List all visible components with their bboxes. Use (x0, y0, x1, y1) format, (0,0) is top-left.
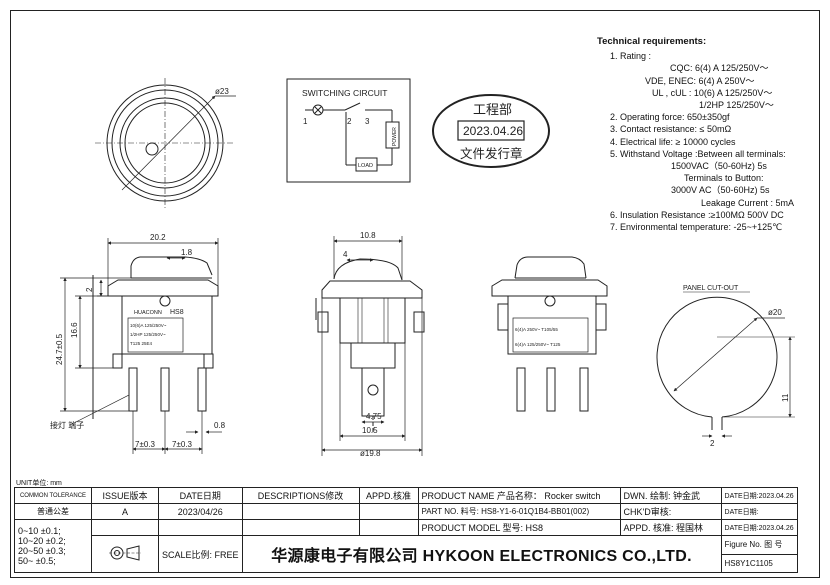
side-label-2: 6(4)A 125/250V~ T125 (515, 342, 561, 347)
label-rating-2: 1/2HP 125/250V~ (130, 332, 166, 337)
dim-4-75: 4.75 (366, 412, 382, 421)
tolerance-row: 0~10 ±0.1; (18, 526, 61, 536)
date-approved: DATE日期:2023.04.26 (720, 519, 798, 536)
figure-label: Figure No. 图 号 (720, 535, 798, 555)
tolerance-table: 0~10 ±0.1; 10~20 ±0.2; 20~50 ±0.3; 50~ ±… (14, 519, 92, 573)
switching-title: SWITCHING CIRCUIT (302, 88, 387, 98)
front-view (92, 256, 219, 419)
projection-symbol (91, 535, 159, 573)
product-model: PRODUCT MODEL 型号: HS8 (417, 519, 621, 536)
side-view (315, 258, 425, 432)
figure-number: HS8Y1C1105 (720, 553, 798, 573)
part-no: PART NO. 料号: HS8-Y1-6-01Q1B4-BB01(002) (417, 503, 621, 520)
stamp (432, 94, 550, 168)
environmental-temperature: 7. Environmental temperature: -25~+125℃ (610, 222, 783, 233)
dim-d19-8: ø19.8 (360, 449, 381, 458)
dim-0-8: 0.8 (214, 421, 226, 430)
rating-ul-1: UL , cUL : 10(6) A 125/250V〜 (652, 87, 773, 98)
product-name: PRODUCT NAME 产品名称： Rocker switch (417, 487, 621, 504)
dim-pitch-b: 7±0.3 (172, 440, 193, 449)
label-rating-1: 10(6)A 125/250V~ (130, 323, 167, 328)
top-view (95, 78, 236, 208)
withstand-voltage-3: 3000V AC（50-60Hz) 5s (671, 185, 770, 196)
pin-1: 1 (303, 117, 308, 126)
unit-label: UNIT单位: mm (16, 480, 62, 487)
tolerance-row: 10~20 ±0.2; (18, 536, 66, 546)
rating-vde: VDE, ENEC: 6(4) A 250V〜 (645, 75, 755, 86)
withstand-voltage: 5. Withstand Voltage :Between all termin… (610, 148, 786, 159)
stamp-line1: 工程部 (473, 102, 512, 117)
withstand-voltage-2: Terminals to Button: (684, 173, 764, 184)
stamp-line3: 文件发行章 (460, 146, 523, 161)
electrical-life: 4. Electrical life: ≥ 10000 cycles (610, 136, 736, 147)
dim-11: 11 (781, 393, 790, 402)
rating-cqc: CQC: 6(4) A 125/250V〜 (670, 63, 769, 74)
dim-1-8: 1.8 (181, 248, 193, 257)
rear-view (491, 256, 608, 412)
label-hs8: HS8 (170, 309, 184, 316)
approved-by: APPD. 核准: 程国林 (619, 519, 722, 536)
stamp-line2: 2023.04.26 (463, 124, 523, 138)
leakage-current: Leakage Current : 5mA (701, 197, 795, 208)
tolerance-row: 20~50 ±0.3; (18, 546, 66, 556)
panel-cutout-title: PANEL CUT-OUT (683, 285, 739, 292)
lamp-terminal-label: 接灯 端子 (50, 420, 84, 430)
scale-label: SCALE比例: FREE (158, 535, 243, 573)
dim-20-2: 20.2 (150, 233, 166, 242)
contact-resistance: 3. Contact resistance: ≤ 50mΩ (610, 124, 732, 135)
date-value: 2023/04/26 (158, 503, 243, 520)
dimension-lines (60, 236, 423, 456)
operating-force: 2. Operating force: 650±350gf (610, 112, 730, 123)
pin-3: 3 (365, 117, 370, 126)
date-checked: DATE日期: (720, 503, 798, 520)
approved-value (358, 503, 419, 520)
panel-cutout (656, 291, 795, 438)
switching-circuit (286, 78, 411, 183)
label-huaconn: HUACONN (134, 310, 162, 316)
dim-2-cut: 2 (710, 439, 715, 448)
dim-pitch-a: 7±0.3 (135, 440, 156, 449)
tech-title: Technical requirements: (597, 36, 707, 47)
power-label: POWER (392, 127, 398, 146)
dim-24-7: 24.7±0.5 (55, 333, 64, 365)
withstand-voltage-1: 1500VAC（50-60Hz) 5s (671, 161, 767, 172)
common-tolerance-cn: 普通公差 (14, 503, 92, 520)
company-name: 华源康电子有限公司 HYKOON ELECTRONICS CO.,LTD. (241, 535, 722, 573)
descriptions-header: DESCRIPTIONS修改 (241, 487, 360, 504)
dim-10-8: 10.8 (360, 231, 376, 240)
title-block: COMMON TOLERANCE ISSUE版本 DATE日期 DESCRIPT… (14, 487, 798, 573)
dim-2: 2 (85, 287, 94, 292)
side-label-1: 6(4)A 250V~ T105/55 (515, 327, 558, 332)
description-value (241, 503, 360, 520)
drawing-frame (10, 10, 820, 578)
rating-ul-2: 1/2HP 125/250V〜 (699, 100, 774, 111)
common-tolerance-label: COMMON TOLERANCE (14, 487, 92, 504)
dim-d20: ø20 (768, 308, 782, 317)
dim-d23: ø23 (215, 87, 229, 96)
tolerance-row: 50~ ±0.5; (18, 556, 56, 566)
dim-4: 4 (343, 250, 348, 259)
pin-2: 2 (347, 117, 352, 126)
rating-label: 1. Rating : (610, 51, 652, 62)
dim-10-5: 10.5 (362, 426, 378, 435)
drawn-by: DWN. 绘制: 钟金武 (619, 487, 722, 504)
checked-by: CHK'D审核: (619, 503, 722, 520)
load-label: LOAD (358, 163, 373, 169)
date-drawn: DATE日期:2023.04.26 (720, 487, 798, 504)
insulation-resistance: 6. Insulation Resistance :≥100MΩ 500V DC (610, 209, 784, 220)
dim-16-6: 16.6 (70, 322, 79, 338)
approved-header: APPD.核准 (358, 487, 419, 504)
issue-header: ISSUE版本 (91, 487, 159, 504)
label-rating-3: T125 25E4 (130, 341, 153, 346)
projection-icon (109, 545, 141, 561)
technical-requirements: Technical requirements: 1. Rating : CQC:… (597, 36, 817, 233)
date-header: DATE日期 (158, 487, 243, 504)
issue-value: A (91, 503, 159, 520)
